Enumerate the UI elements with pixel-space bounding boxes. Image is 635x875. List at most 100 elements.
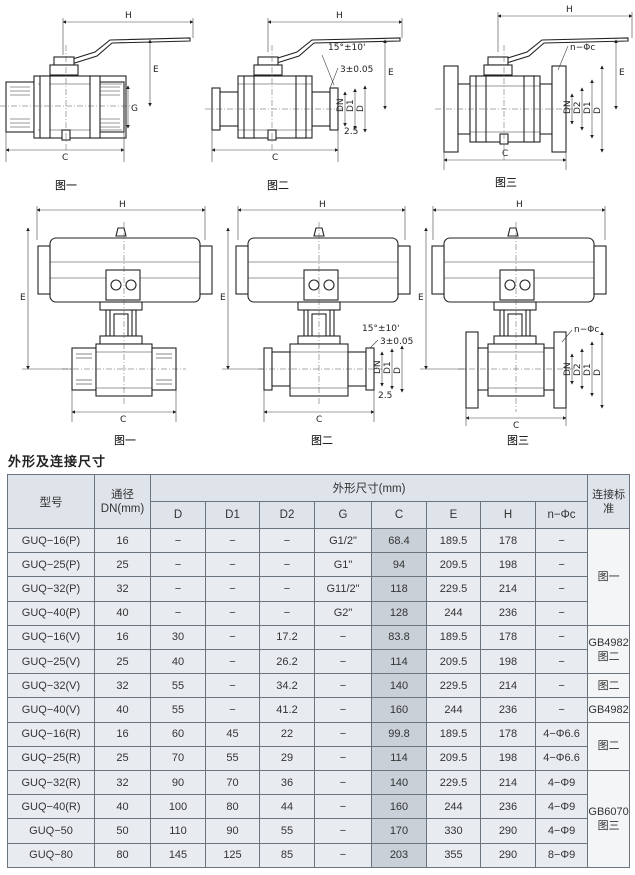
cell-value: 198 (480, 552, 536, 578)
cell-value: − (205, 624, 260, 651)
cell-value: − (314, 721, 372, 747)
cell-model: GUQ−32(P) (7, 576, 95, 602)
cell-value: 229.5 (426, 770, 481, 796)
cell-value: 70 (150, 745, 206, 772)
cell-value: 114 (371, 745, 427, 772)
cell-value: − (314, 697, 372, 723)
cell-value: 40 (150, 649, 206, 675)
svg-text:C: C (502, 149, 508, 159)
cell-value: 4−Φ9 (534, 770, 589, 796)
svg-text:DN: DN (373, 360, 383, 374)
cell-value: 36 (259, 770, 315, 796)
cell-standard: 图一 (587, 528, 631, 626)
svg-text:2.5: 2.5 (344, 127, 358, 137)
cell-value: 80 (205, 794, 260, 820)
cell-value: G2" (314, 600, 372, 626)
cell-model: GUQ−50 (7, 818, 95, 844)
cell-dn: 80 (94, 842, 151, 869)
standard-text: 图二 (597, 650, 620, 663)
cell-value: − (150, 527, 206, 554)
cell-value: 4−Φ9 (534, 794, 589, 820)
cell-value: G11/2" (314, 576, 372, 602)
cell-model: GUQ−40(P) (7, 600, 95, 626)
cell-value: 128 (371, 600, 427, 626)
fig-top-3-flange-valve: H n−Φc E DN D2 D1 D C (435, 5, 633, 170)
standard-text: 图二 (597, 740, 620, 753)
cell-value: − (314, 818, 372, 844)
cell-dn: 40 (94, 600, 151, 626)
svg-text:C: C (316, 415, 322, 425)
cell-dn: 50 (94, 818, 151, 844)
cell-value: 236 (480, 794, 536, 820)
cell-value: 330 (426, 818, 481, 844)
cell-value: 26.2 (259, 649, 315, 675)
cell-value: − (534, 649, 589, 675)
svg-text:D: D (356, 105, 366, 112)
svg-text:H: H (125, 11, 132, 21)
cell-value: 4−Φ6.6 (534, 721, 589, 747)
cell-value: 140 (371, 673, 427, 699)
cell-value: 100 (150, 794, 206, 820)
svg-text:3±0.05: 3±0.05 (380, 337, 413, 347)
standard-text: GB4982 (588, 704, 629, 717)
cell-value: 55 (150, 697, 206, 723)
cell-dn: 40 (94, 697, 151, 723)
cell-dn: 32 (94, 673, 151, 699)
cell-dn: 25 (94, 745, 151, 772)
standard-text: 图一 (597, 570, 620, 583)
cell-value: − (205, 673, 260, 699)
cell-value: 189.5 (426, 624, 481, 651)
cell-value: 214 (480, 673, 536, 699)
cell-value: 22 (259, 721, 315, 747)
cell-value: − (314, 673, 372, 699)
header-dn: 通径DN(mm) (94, 474, 151, 529)
standard-text: 图二 (597, 679, 620, 692)
fig-bottom-3-actuated-flange: H n−Φc DN D2 D1 D E (418, 200, 607, 431)
cell-dn: 16 (94, 721, 151, 747)
cell-value: − (150, 576, 206, 602)
cell-value: 55 (259, 818, 315, 844)
cell-value: 236 (480, 697, 536, 723)
svg-text:E: E (220, 293, 226, 303)
cell-value: 94 (371, 552, 427, 578)
cell-value: 170 (371, 818, 427, 844)
cell-model: GUQ−16(V) (7, 624, 95, 651)
header-col-d: D (150, 501, 206, 529)
cell-value: G1" (314, 552, 372, 578)
svg-text:H: H (319, 200, 326, 210)
svg-text:E: E (619, 68, 625, 78)
svg-text:E: E (153, 65, 159, 75)
cell-value: − (205, 600, 260, 626)
cell-value: 198 (480, 745, 536, 772)
svg-text:E: E (20, 293, 26, 303)
standard-text: GB4982 (588, 636, 629, 649)
svg-text:D1: D1 (583, 101, 593, 114)
svg-text:D2: D2 (573, 101, 583, 114)
cell-value: 209.5 (426, 552, 481, 578)
cell-value: 160 (371, 794, 427, 820)
cell-model: GUQ−80 (7, 842, 95, 869)
svg-text:DN: DN (336, 98, 346, 112)
cell-value: 209.5 (426, 649, 481, 675)
cell-value: − (534, 576, 589, 602)
cell-value: 4−Φ9 (534, 818, 589, 844)
cell-model: GUQ−16(R) (7, 721, 95, 747)
svg-text:D2: D2 (573, 363, 583, 376)
cell-value: 4−Φ6.6 (534, 745, 589, 772)
cell-model: GUQ−32(R) (7, 770, 95, 796)
svg-text:D: D (593, 369, 603, 376)
cell-value: − (314, 649, 372, 675)
cell-model: GUQ−40(R) (7, 794, 95, 820)
cell-value: 355 (426, 842, 481, 869)
cell-value: 114 (371, 649, 427, 675)
header-model: 型号 (7, 474, 95, 529)
